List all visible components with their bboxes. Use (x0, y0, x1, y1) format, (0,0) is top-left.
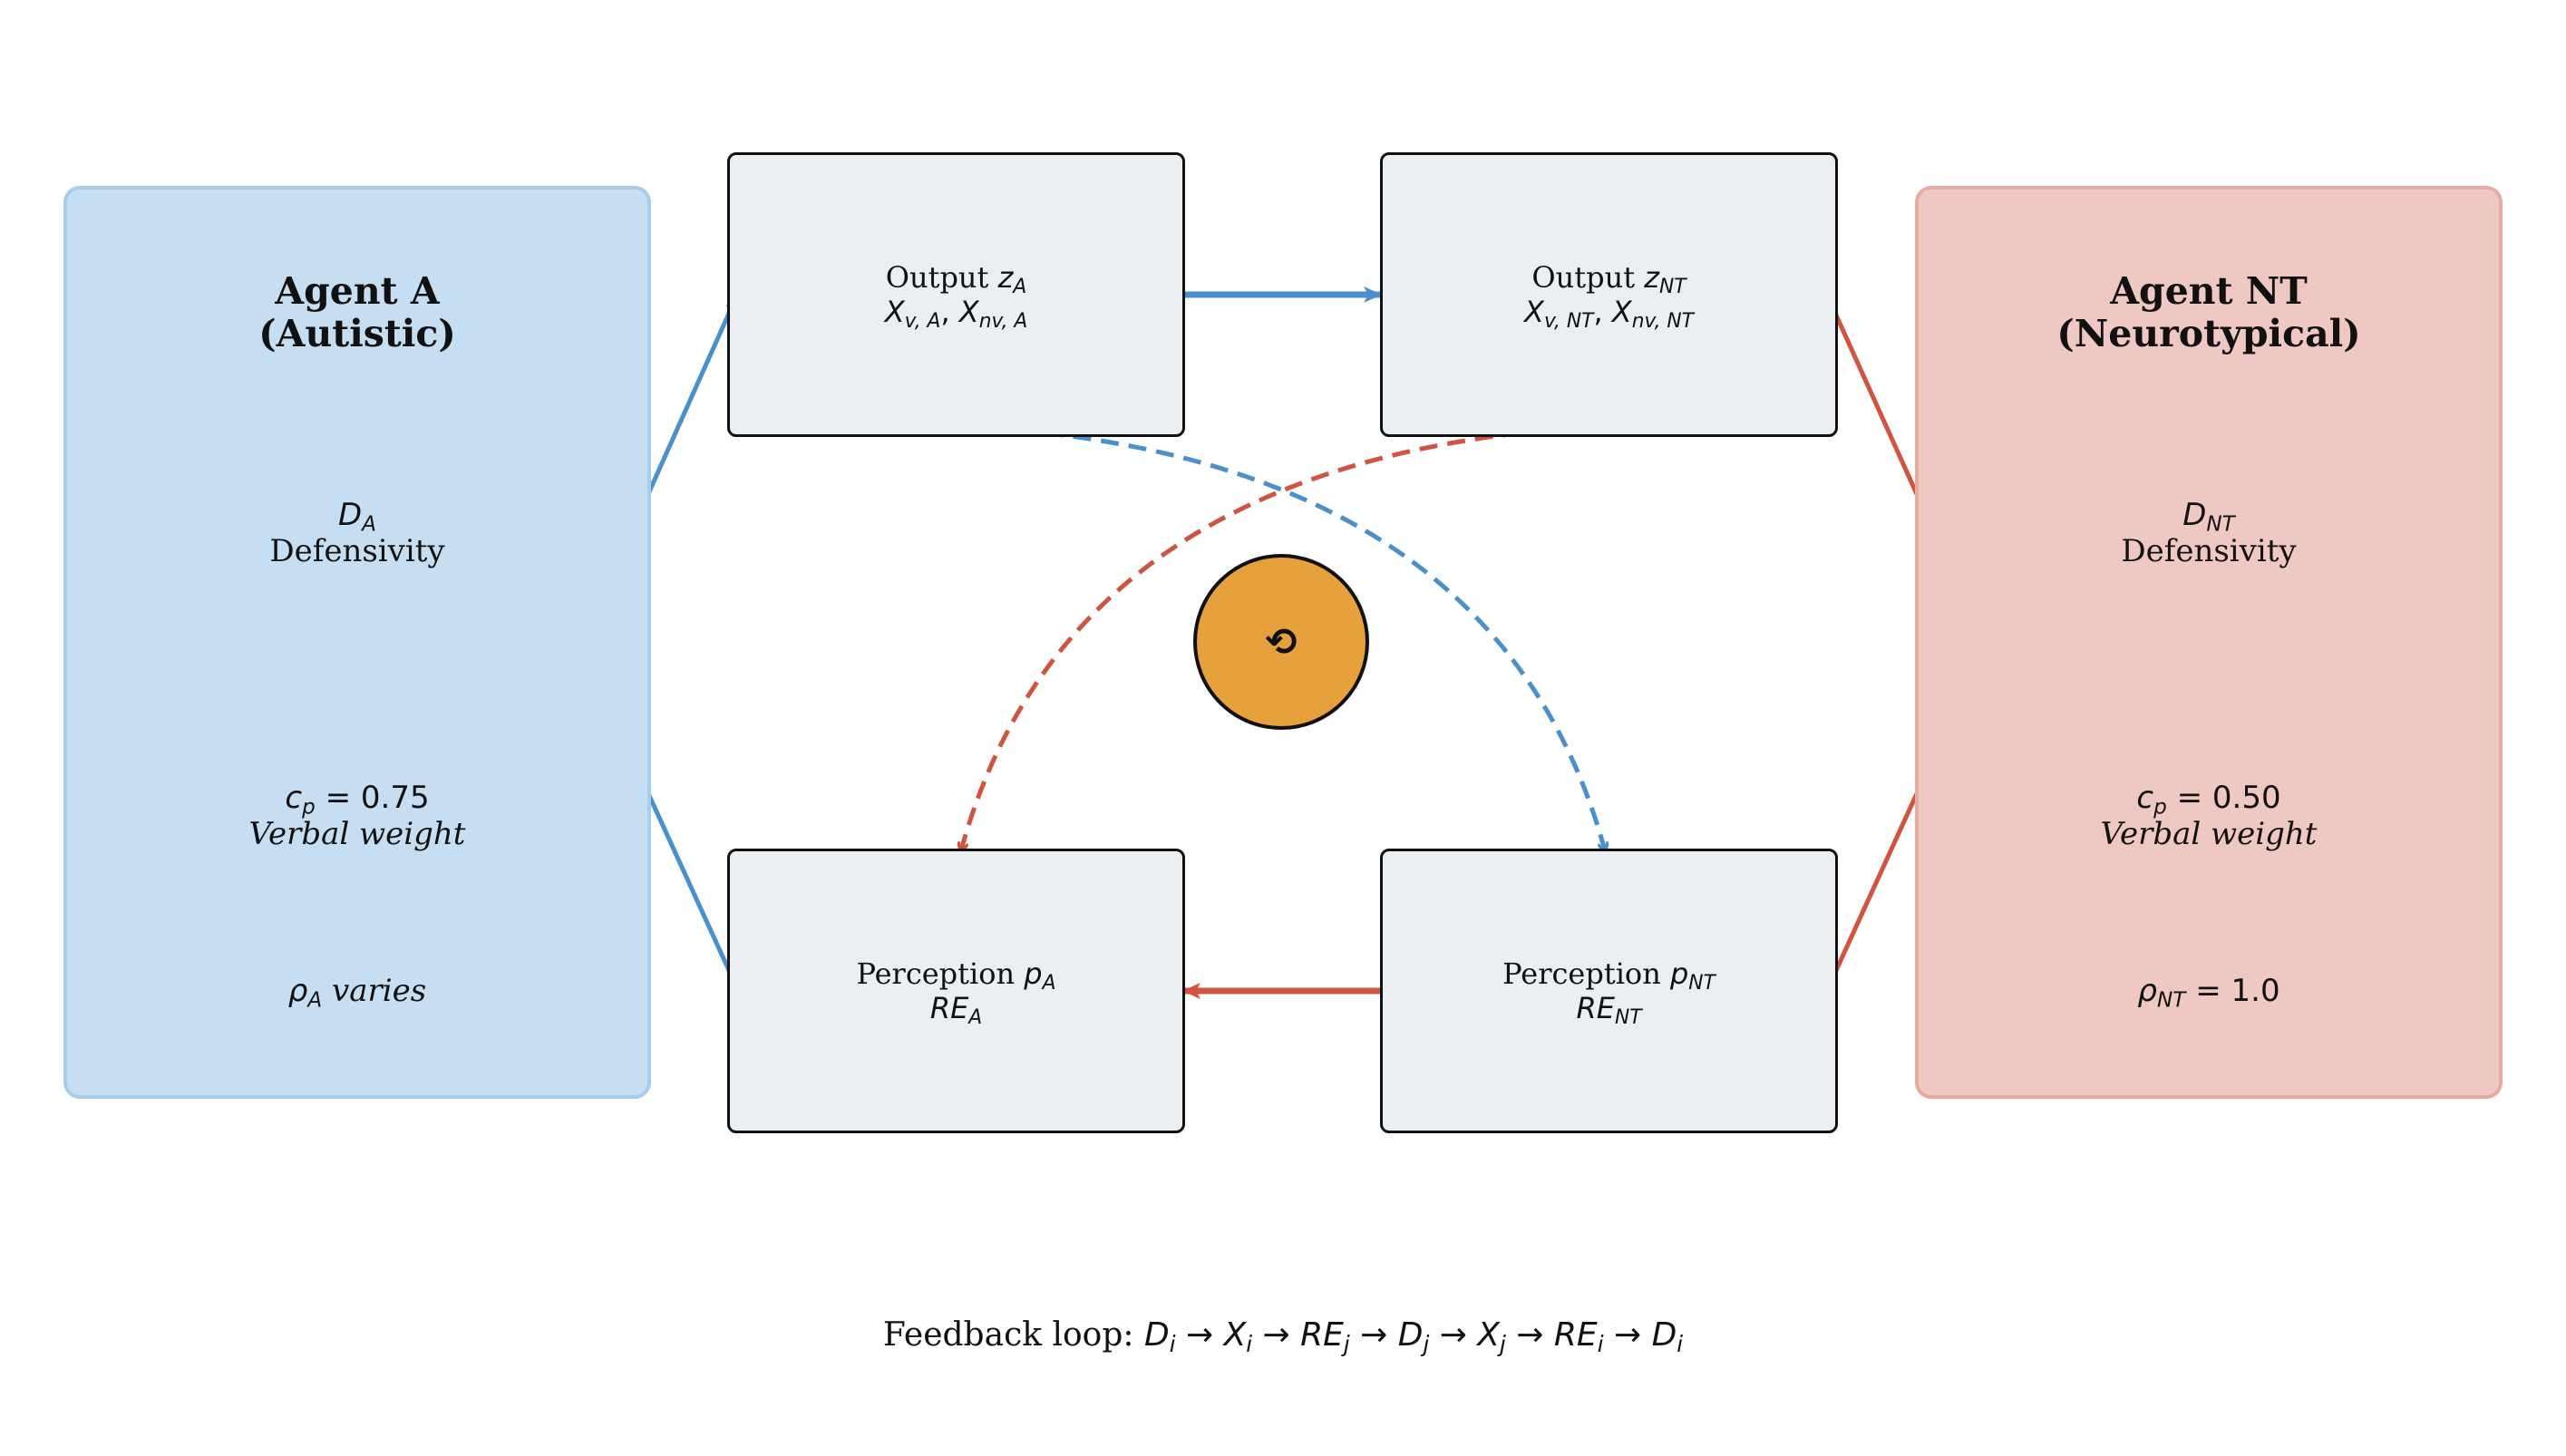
feedback-sub-3: j (1343, 1330, 1350, 1357)
feedback-label: Feedback loop: (882, 1316, 1144, 1354)
perception-a-p: p (1024, 956, 1043, 991)
agent-a-defensivity: DA Defensivity (269, 497, 444, 569)
agent-nt-cp-value: = 0.50 (2166, 780, 2281, 816)
perception-a-re-sub: A (968, 1006, 983, 1030)
perception-nt-re: RE (1576, 991, 1615, 1025)
output-nt-sep: , (1593, 295, 1612, 329)
feedback-arrow-2: → (1252, 1316, 1301, 1354)
agent-a-defensivity-label: Defensivity (269, 533, 445, 569)
output-nt-x1-sub: v, NT (1543, 310, 1594, 334)
feedback-arrow-5: → (1505, 1316, 1554, 1354)
dashed-arrow-output-nt-to-perception-a (961, 423, 1606, 850)
agent-nt-d-sub: NT (2206, 512, 2235, 537)
agent-nt-title-line1: Agent NT (2110, 269, 2308, 313)
feedback-arrow-4: → (1429, 1316, 1478, 1354)
feedback-term-5: X (1477, 1316, 1501, 1354)
feedback-term-1: D (1143, 1316, 1170, 1354)
feedback-arrow-3: → (1349, 1316, 1398, 1354)
feedback-sub-5: j (1500, 1330, 1506, 1357)
output-a-x2-sub: nv, A (978, 310, 1028, 334)
agent-nt-title-line2: (Neurotypical) (2056, 312, 2361, 355)
feedback-sub-1: i (1169, 1330, 1176, 1357)
perception-nt-label: Perception (1502, 956, 1670, 991)
perception-a-re: RE (929, 991, 969, 1025)
agent-a-cp-value: = 0.75 (315, 780, 430, 816)
agent-a-panel (63, 186, 651, 1099)
feedback-sub-7: i (1677, 1330, 1684, 1357)
agent-a-title-line1: Agent A (275, 269, 440, 313)
agent-nt-cp-symbol: c (2136, 780, 2154, 816)
perception-nt-p-sub: NT (1688, 972, 1716, 995)
feedback-term-7: D (1651, 1316, 1677, 1354)
feedback-sub-2: i (1246, 1330, 1253, 1357)
agent-nt-d-symbol: D (2182, 497, 2207, 533)
agent-nt-rho-sub: NT (2157, 988, 2186, 1013)
dashed-arrow-output-a-to-perception-nt (960, 423, 1605, 850)
feedback-term-3: RE (1300, 1316, 1344, 1354)
output-nt-box: Output zNT Xv, NT, Xnv, NT (1380, 152, 1838, 437)
agent-a-d-symbol: D (337, 497, 363, 533)
agent-a-title-line2: (Autistic) (258, 312, 456, 355)
agent-nt-rho-text: = 1.0 (2185, 973, 2280, 1009)
cycle-circle (1193, 554, 1369, 730)
agent-a-d-sub: A (362, 512, 376, 537)
agent-a-rho-sub: A (307, 988, 323, 1013)
perception-nt-p: p (1669, 956, 1689, 991)
output-a-box: Output zA Xv, A, Xnv, A (727, 152, 1185, 437)
agent-a-title: Agent A (Autistic) (258, 270, 456, 355)
agent-a-cp-sub: p (302, 795, 316, 820)
feedback-sub-4: j (1423, 1330, 1430, 1357)
agent-nt-defensivity: DNT Defensivity (2121, 497, 2296, 569)
output-nt-z-sub: NT (1659, 276, 1686, 299)
output-nt-z: z (1644, 260, 1660, 295)
cycle-icon: ⟲ (1265, 619, 1298, 665)
feedback-term-4: D (1397, 1316, 1424, 1354)
feedback-term-6: RE (1553, 1316, 1598, 1354)
feedback-arrow-1: → (1175, 1316, 1224, 1354)
agent-nt-rho: ρNT = 1.0 (2137, 973, 2280, 1013)
agent-nt-defensivity-label: Defensivity (2121, 533, 2297, 569)
output-a-x2: X (958, 295, 979, 329)
perception-a-label: Perception (856, 956, 1025, 991)
feedback-term-2: X (1223, 1316, 1247, 1354)
output-a-z-sub: A (1013, 276, 1027, 299)
agent-a-rho-text: varies (322, 973, 427, 1009)
agent-a-cp-label: Verbal weight (248, 816, 466, 852)
agent-nt-cp-sub: p (2153, 795, 2167, 820)
agent-nt-rho-symbol: ρ (2137, 973, 2157, 1009)
agent-nt-verbal-weight: cp = 0.50 Verbal weight (2101, 780, 2318, 852)
feedback-loop-caption: Feedback loop: Di → Xi → REj → Dj → Xj →… (882, 1316, 1684, 1357)
output-a-x1-sub: v, A (904, 310, 941, 334)
output-nt-x2-sub: nv, NT (1631, 310, 1694, 334)
output-a-x1: X (884, 295, 905, 329)
agent-a-rho-symbol: ρ (287, 973, 308, 1009)
agent-a-verbal-weight: cp = 0.75 Verbal weight (249, 780, 466, 852)
agent-nt-cp-label: Verbal weight (2100, 816, 2318, 852)
output-nt-x2: X (1611, 295, 1632, 329)
perception-a-box: Perception pA REA (727, 849, 1185, 1133)
agent-a-rho: ρA varies (287, 973, 427, 1013)
feedback-sub-6: i (1597, 1330, 1604, 1357)
output-a-z: z (997, 260, 1014, 295)
output-nt-label: Output (1531, 260, 1645, 295)
output-nt-x1: X (1524, 295, 1544, 329)
perception-nt-box: Perception pNT RENT (1380, 849, 1838, 1133)
feedback-arrow-6: → (1603, 1316, 1652, 1354)
perception-nt-re-sub: NT (1614, 1006, 1642, 1030)
agent-nt-panel (1915, 186, 2503, 1099)
perception-a-p-sub: A (1042, 972, 1056, 995)
agent-a-cp-symbol: c (285, 780, 303, 816)
agent-nt-title: Agent NT (Neurotypical) (2056, 270, 2360, 355)
output-a-label: Output (885, 260, 998, 295)
output-a-sep: , (940, 295, 959, 329)
